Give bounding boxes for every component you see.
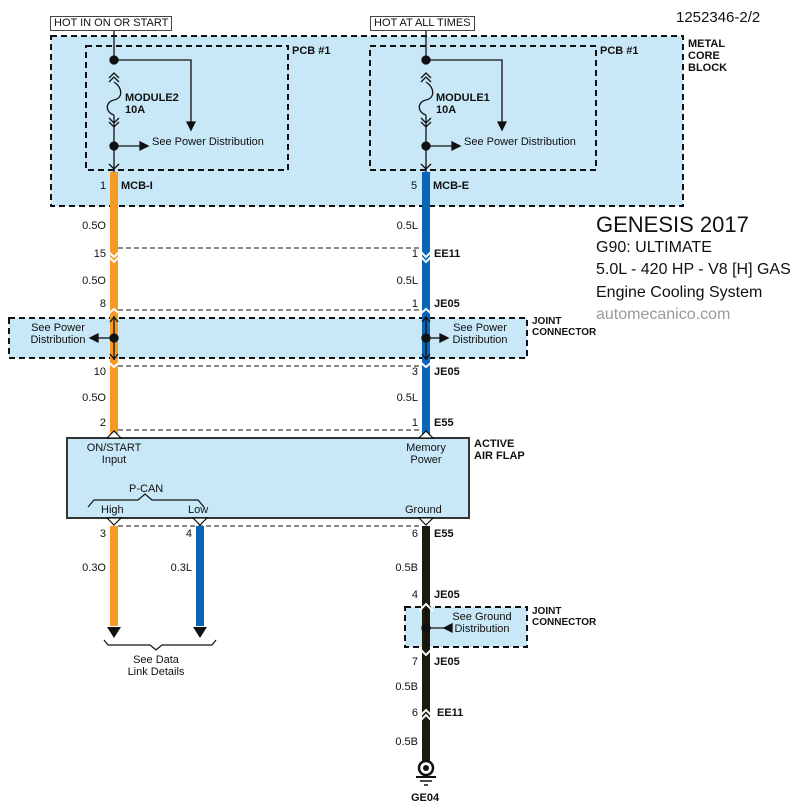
pin-number: 10 xyxy=(93,366,106,378)
see-power-distribution-link[interactable]: See Power Distribution xyxy=(464,136,576,148)
wire-orange-high xyxy=(110,526,118,626)
pcan-label: P-CAN xyxy=(129,483,164,495)
wire-size: 0.5L xyxy=(396,275,418,287)
pin-number: 4 xyxy=(185,528,192,540)
pcb-box-left xyxy=(85,45,289,171)
connector-je05: JE05 xyxy=(434,589,460,601)
arrow-down-icon xyxy=(107,627,121,638)
wire-size: 0.5L xyxy=(396,220,418,232)
pin-number: 2 xyxy=(99,417,106,429)
pin-number: 7 xyxy=(411,656,418,668)
wire-size: 0.3O xyxy=(82,562,106,574)
see-data-link-details-link[interactable]: See Data Link Details xyxy=(127,654,185,678)
data-link-brace xyxy=(103,639,217,651)
pin-number: 5 xyxy=(411,180,418,192)
pcb-box-right xyxy=(369,45,597,171)
pcan-brace xyxy=(87,493,205,508)
wire-size: 0.5L xyxy=(396,392,418,404)
pin-number: 6 xyxy=(411,707,418,719)
can-low-label: Low xyxy=(188,504,209,516)
wire-size: 0.5O xyxy=(82,392,106,404)
power-source-left: HOT IN ON OR START xyxy=(50,16,173,31)
fuse-module1 xyxy=(418,30,508,172)
wire-size: 0.5O xyxy=(82,275,106,287)
wire-blue-low xyxy=(196,526,204,626)
see-ground-distribution-link[interactable]: See Ground Distribution xyxy=(452,611,512,635)
connector-e55: E55 xyxy=(434,417,454,429)
pin-number: 1 xyxy=(411,417,418,429)
vehicle-system: Engine Cooling System xyxy=(596,284,763,301)
fuse-module1-label: MODULE1 10A xyxy=(436,92,490,116)
connector-je05: JE05 xyxy=(434,298,460,310)
can-high-label: High xyxy=(101,504,124,516)
wire-blue-main xyxy=(422,172,430,436)
wire-size: 0.5O xyxy=(82,220,106,232)
pin-number: 1 xyxy=(411,298,418,310)
pin-number: 4 xyxy=(411,589,418,601)
joint-connector-label: JOINT CONNECTOR xyxy=(532,316,597,338)
wire-size: 0.5B xyxy=(395,736,418,748)
connector-ee11: EE11 xyxy=(434,248,461,260)
pin-number: 3 xyxy=(99,528,106,540)
connector-je05: JE05 xyxy=(434,366,460,378)
metal-core-block-label: METAL CORE BLOCK xyxy=(688,38,728,74)
pin-number: 15 xyxy=(93,248,106,260)
fuse-module2 xyxy=(106,30,197,172)
connector-ee11: EE11 xyxy=(437,707,464,719)
wire-size: 0.5B xyxy=(395,681,418,693)
diagram-id: 1252346-2/2 xyxy=(676,9,761,26)
connector-e55: E55 xyxy=(434,528,454,540)
ground-point-label: GE04 xyxy=(411,792,440,804)
ground-label: Ground xyxy=(405,504,442,516)
see-power-distribution-link[interactable]: See Power Distribution xyxy=(452,322,508,346)
memory-power-label: Memory Power xyxy=(406,442,446,466)
power-source-right: HOT AT ALL TIMES xyxy=(370,16,475,31)
pin-number: 6 xyxy=(411,528,418,540)
see-power-distribution-link[interactable]: See Power Distribution xyxy=(30,322,86,346)
active-air-flap-module xyxy=(66,437,470,519)
vehicle-title: GENESIS 2017 xyxy=(596,212,749,237)
fuse-module2-label: MODULE2 10A xyxy=(125,92,179,116)
wire-orange-main xyxy=(110,172,118,436)
vehicle-engine: 5.0L - 420 HP - V8 [H] GAS xyxy=(596,261,791,278)
pcb-label-left: PCB #1 xyxy=(292,45,331,57)
ground-icon xyxy=(416,759,436,786)
pcb-label-right: PCB #1 xyxy=(600,45,639,57)
arrow-down-icon xyxy=(193,627,207,638)
on-start-input-label: ON/START Input xyxy=(86,442,142,466)
see-power-distribution-link[interactable]: See Power Distribution xyxy=(152,136,264,148)
joint-connector-label: JOINT CONNECTOR xyxy=(532,606,597,628)
pin-number: 1 xyxy=(411,248,418,260)
pin-number: 3 xyxy=(411,366,418,378)
connector-mcb-i: MCB-I xyxy=(121,180,153,192)
pin-number: 8 xyxy=(99,298,106,310)
vehicle-model: G90: ULTIMATE xyxy=(596,239,712,256)
wire-size: 0.5B xyxy=(395,562,418,574)
connector-je05: JE05 xyxy=(434,656,460,668)
pin-number: 1 xyxy=(100,180,107,192)
watermark: automecanico.com xyxy=(596,306,731,323)
wire-size: 0.3L xyxy=(170,562,192,574)
active-air-flap-label: ACTIVE AIR FLAP xyxy=(474,438,525,462)
connector-mcb-e: MCB-E xyxy=(433,180,470,192)
